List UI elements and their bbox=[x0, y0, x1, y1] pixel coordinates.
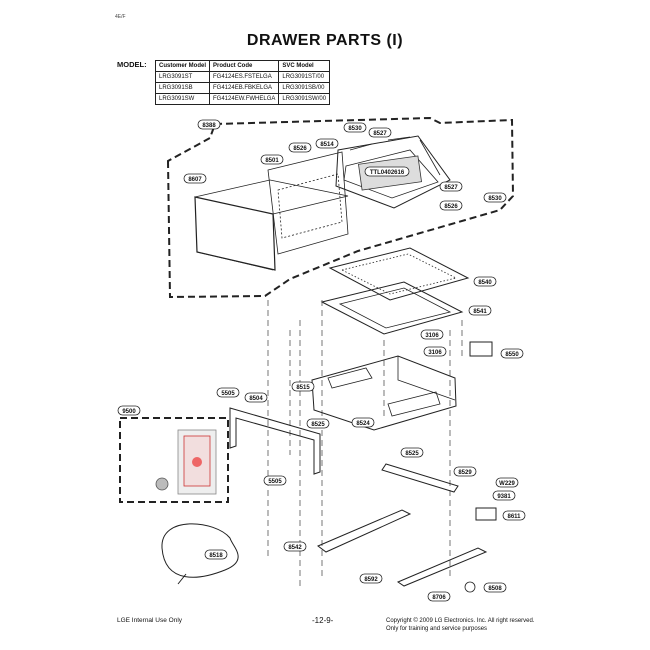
svg-text:8388: 8388 bbox=[202, 123, 216, 129]
copyright-text: Copyright © 2009 LG Electronics. Inc. Al… bbox=[386, 618, 535, 624]
svg-text:8525: 8525 bbox=[405, 451, 419, 457]
svg-text:5505: 5505 bbox=[221, 391, 235, 397]
page-title: DRAWER PARTS (I) bbox=[246, 32, 404, 49]
svg-text:8514: 8514 bbox=[320, 142, 334, 148]
callout-8529: 8529 bbox=[453, 466, 477, 477]
part-8508 bbox=[464, 581, 476, 593]
drawer-front-panel bbox=[194, 179, 349, 271]
part-8550 bbox=[469, 341, 493, 357]
drawer-tub bbox=[267, 151, 349, 255]
callout-3106b: 3106 bbox=[423, 346, 447, 357]
alignment-lines bbox=[267, 300, 463, 590]
slide-8542 bbox=[317, 509, 412, 553]
page-number: -12-9- bbox=[312, 616, 334, 625]
drawer-frame bbox=[311, 355, 457, 431]
svg-text:8540: 8540 bbox=[478, 280, 492, 286]
callout-8607: 8607 bbox=[183, 173, 207, 184]
callout-9500: 9500 bbox=[117, 405, 141, 416]
svg-text:8542: 8542 bbox=[288, 545, 302, 551]
svg-text:8527: 8527 bbox=[444, 185, 458, 191]
svg-text:8529: 8529 bbox=[458, 470, 472, 476]
callout-9381: 9381 bbox=[492, 490, 516, 501]
rail-8504 bbox=[229, 407, 321, 475]
callout-8515: 8515 bbox=[291, 381, 315, 392]
callout-W229: W229 bbox=[495, 477, 519, 488]
svg-text:8508: 8508 bbox=[488, 586, 502, 592]
table-cell: LRG3091SW/00 bbox=[278, 93, 331, 105]
callout-8514: 8514 bbox=[315, 138, 339, 149]
svg-text:8526: 8526 bbox=[444, 204, 458, 210]
callout-8501: 8501 bbox=[260, 154, 284, 165]
rail-8529 bbox=[381, 463, 459, 493]
callout-8508: 8508 bbox=[483, 582, 507, 593]
model-label: MODEL: bbox=[117, 60, 147, 69]
callout-5505: 5505 bbox=[216, 387, 240, 398]
table-cell: FG4124EW.FWHELGA bbox=[209, 93, 280, 105]
svg-text:TTL0402616: TTL0402616 bbox=[370, 170, 405, 176]
svg-text:W229: W229 bbox=[499, 481, 515, 487]
callout-8527: 8527 bbox=[368, 127, 392, 138]
table-cell: LRG3091SW bbox=[154, 93, 211, 105]
callout-8530b: 8530 bbox=[483, 192, 507, 203]
svg-text:8607: 8607 bbox=[188, 177, 202, 183]
callout-8530: 8530 bbox=[343, 122, 367, 133]
svg-text:8592: 8592 bbox=[364, 577, 378, 583]
part-8611 bbox=[475, 507, 497, 521]
svg-text:8706: 8706 bbox=[432, 595, 446, 601]
svg-text:8518: 8518 bbox=[209, 553, 223, 559]
callout-8611: 8611 bbox=[502, 510, 526, 521]
svg-text:8611: 8611 bbox=[507, 514, 521, 520]
accessory-kit bbox=[119, 417, 229, 503]
callout-8518: 8518 bbox=[204, 549, 228, 560]
table-row: LRG3091SW FG4124EW.FWHELGA LRG3091SW/00 bbox=[154, 93, 331, 105]
callout-8388: 8388 bbox=[197, 119, 221, 130]
svg-text:8541: 8541 bbox=[473, 309, 487, 315]
svg-text:8525: 8525 bbox=[311, 422, 325, 428]
callout-8540: 8540 bbox=[473, 276, 497, 287]
callout-ttl-label: TTL0402616 bbox=[364, 166, 410, 177]
corner-mark: 4E/F bbox=[115, 14, 126, 20]
callouts: 8388 8530 8527 8526 8514 8501 8607 TTL04… bbox=[117, 119, 526, 602]
svg-text:8530: 8530 bbox=[488, 196, 502, 202]
cover-plate-8541 bbox=[320, 281, 464, 335]
slide-8592 bbox=[396, 547, 488, 587]
svg-text:9381: 9381 bbox=[497, 494, 511, 500]
svg-text:8515: 8515 bbox=[296, 385, 310, 391]
drawer-assembly-boundary bbox=[166, 116, 515, 299]
callout-8706: 8706 bbox=[427, 591, 451, 602]
footer-copyright: Copyright © 2009 LG Electronics. Inc. Al… bbox=[386, 617, 535, 633]
table-row: LRG3091SB FG4124EB.FBKELGA LRG3091SB/00 bbox=[154, 82, 331, 94]
footer-internal-use: LGE Internal Use Only bbox=[117, 617, 183, 624]
svg-text:8524: 8524 bbox=[356, 421, 370, 427]
callout-8550: 8550 bbox=[500, 348, 524, 359]
svg-text:8530: 8530 bbox=[348, 126, 362, 132]
svg-text:8527: 8527 bbox=[373, 131, 387, 137]
callout-8541: 8541 bbox=[468, 305, 492, 316]
callout-8527b: 8527 bbox=[439, 181, 463, 192]
callout-8524: 8524 bbox=[351, 417, 375, 428]
training-note: Only for training and service purposes bbox=[386, 626, 488, 632]
svg-text:3106: 3106 bbox=[428, 350, 442, 356]
svg-text:8504: 8504 bbox=[249, 396, 263, 402]
model-table-header-row: Customer Model Product Code SVC Model bbox=[154, 60, 331, 72]
svg-text:5505: 5505 bbox=[268, 479, 282, 485]
callout-8592: 8592 bbox=[359, 573, 383, 584]
callout-8526b: 8526 bbox=[439, 200, 463, 211]
svg-text:8526: 8526 bbox=[293, 146, 307, 152]
callout-3106a: 3106 bbox=[420, 329, 444, 340]
callout-5505b: 5505 bbox=[263, 475, 287, 486]
callout-8504: 8504 bbox=[244, 392, 268, 403]
callout-8525b: 8525 bbox=[400, 447, 424, 458]
svg-text:8501: 8501 bbox=[265, 158, 279, 164]
svg-text:3106: 3106 bbox=[425, 333, 439, 339]
svg-text:8550: 8550 bbox=[505, 352, 519, 358]
svg-text:9500: 9500 bbox=[122, 409, 136, 415]
callout-8526: 8526 bbox=[288, 142, 312, 153]
model-table: Customer Model Product Code SVC Model LR… bbox=[154, 60, 331, 105]
callout-8542: 8542 bbox=[283, 541, 307, 552]
callout-8525a: 8525 bbox=[306, 418, 330, 429]
cover-plate-8540 bbox=[328, 247, 470, 301]
wire-harness bbox=[161, 523, 239, 585]
